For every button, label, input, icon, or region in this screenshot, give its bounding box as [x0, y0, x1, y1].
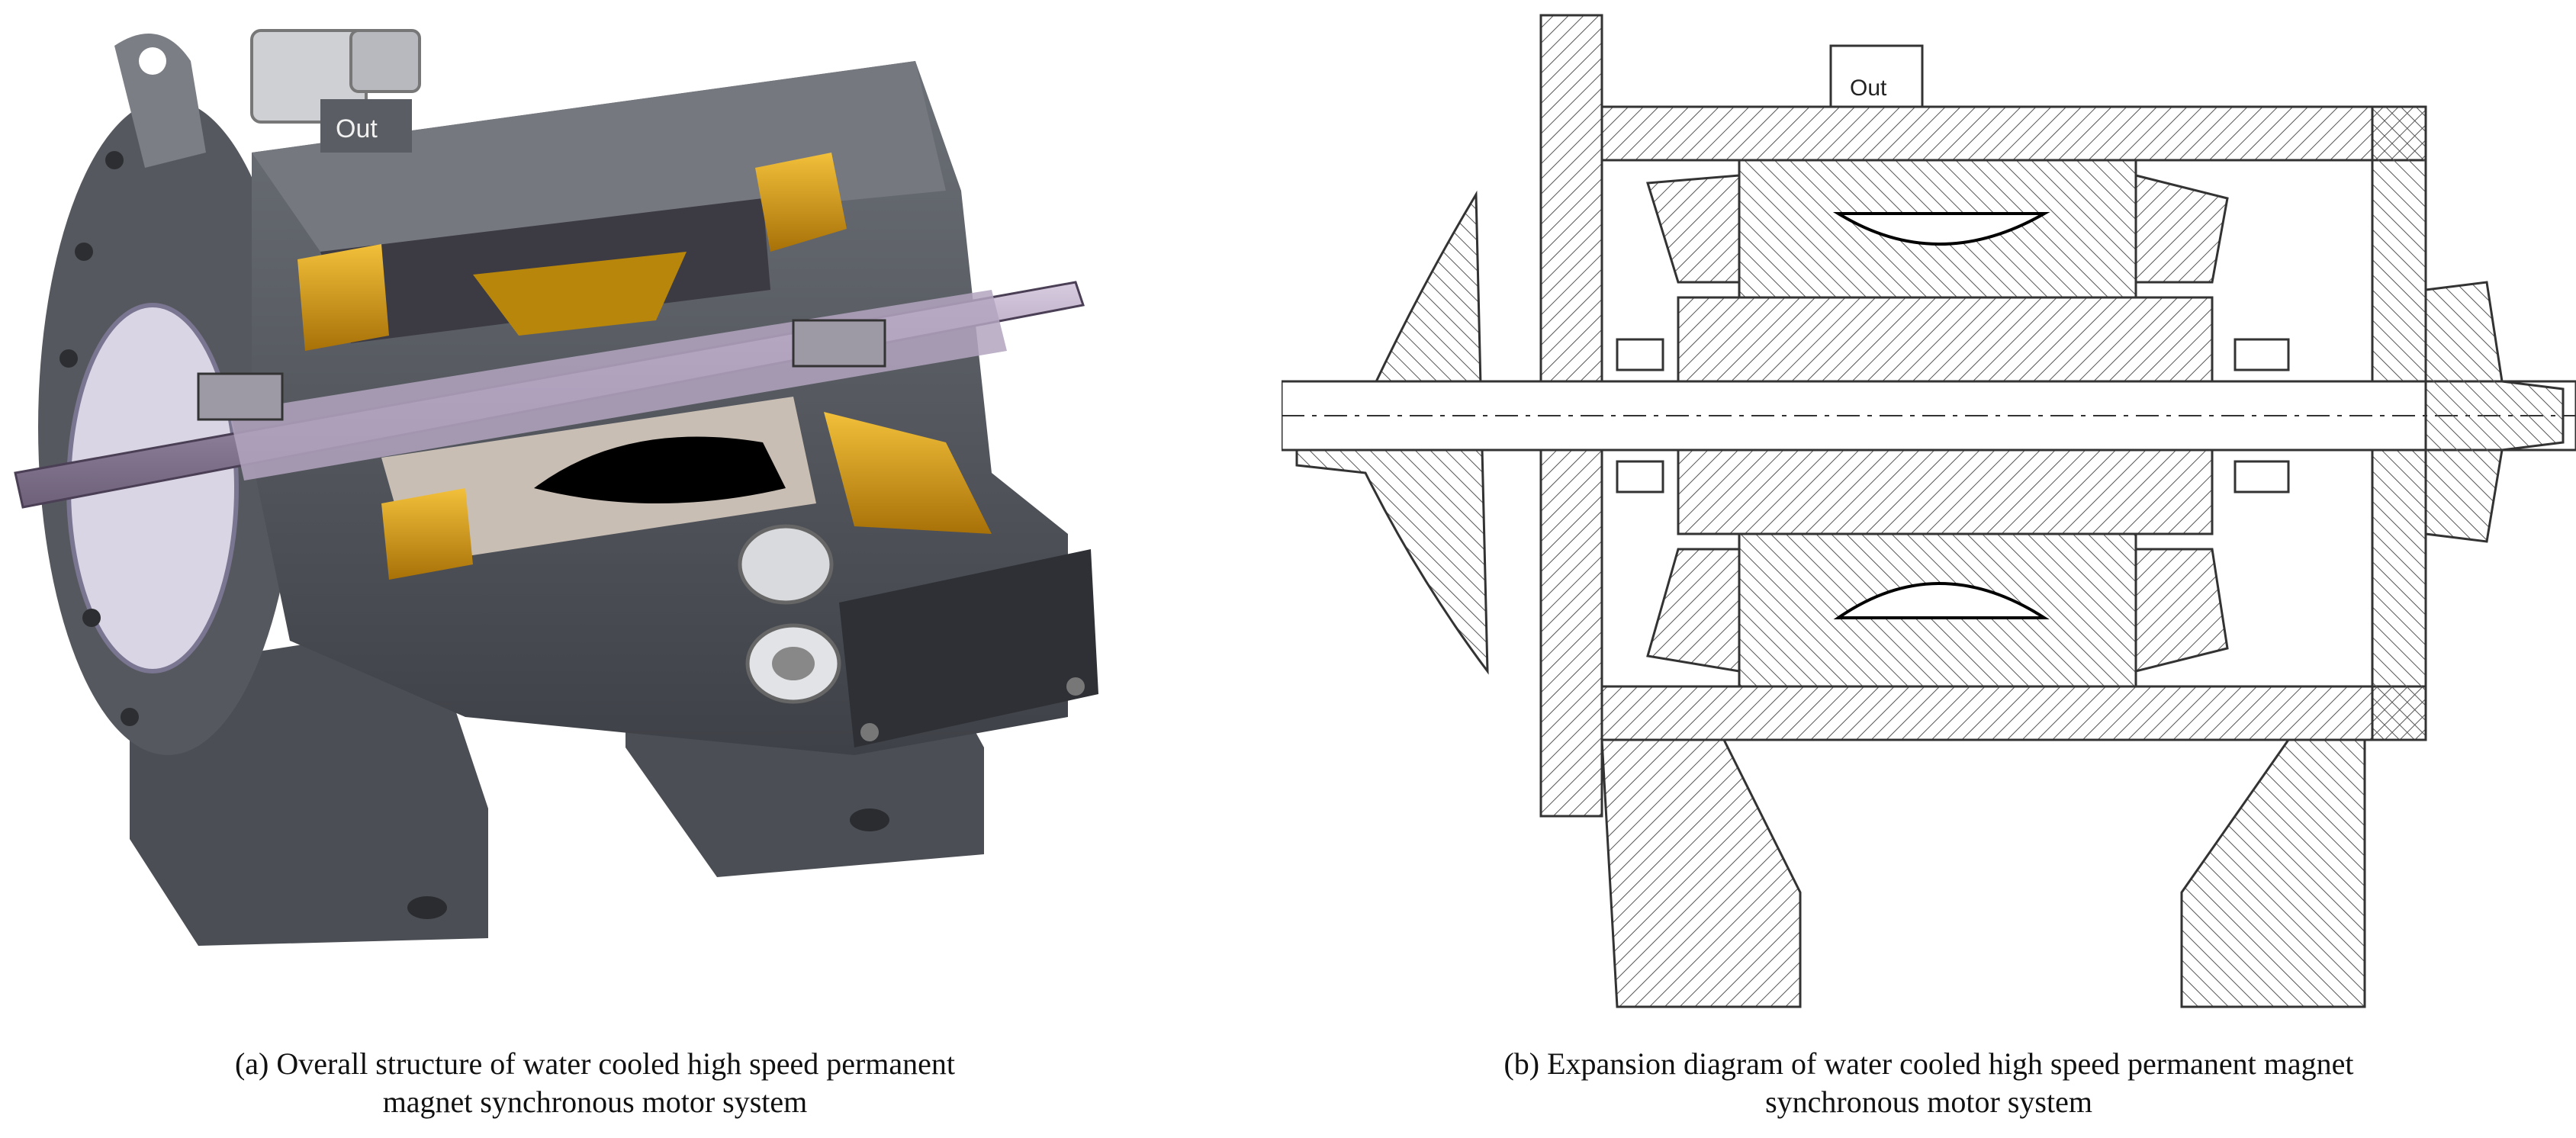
- permanent-magnet: [534, 436, 786, 503]
- rotor-upper: [1677, 296, 2214, 383]
- terminal-screw: [1066, 677, 1085, 696]
- caption-b: (b) Expansion diagram of water cooled hi…: [1282, 1045, 2576, 1121]
- out-label-section: Out: [1850, 76, 1887, 101]
- lifting-eye: [114, 34, 206, 168]
- front-bearing: [197, 372, 284, 421]
- front-bearing-bottom: [1616, 460, 1664, 493]
- foot-bolt-hole: [407, 896, 447, 919]
- terminal-box: [839, 549, 1098, 747]
- motor-section-drawing: Out: [1282, 14, 2576, 1008]
- lifting-eye-hole: [139, 47, 166, 75]
- water-outlet-connector: Out: [250, 29, 421, 153]
- out-label: Out: [336, 114, 378, 143]
- end-winding: [381, 488, 473, 580]
- end-winding-left-bottom: [1646, 548, 1741, 673]
- end-winding-left-top: [1646, 174, 1741, 284]
- end-winding-right-bottom: [2134, 548, 2229, 673]
- housing-top-wall: [1600, 105, 2427, 162]
- winding-slot: [473, 252, 687, 336]
- caption-b-line1: (b) Expansion diagram of water cooled hi…: [1503, 1046, 2354, 1081]
- magnet-lower: [1833, 582, 2050, 619]
- caption-b-line2: synchronous motor system: [1765, 1085, 2092, 1119]
- terminal-screw: [860, 723, 879, 741]
- water-inlet-connector: [738, 524, 841, 704]
- magnet-upper: [1832, 212, 2050, 246]
- front-foot-section: [1600, 738, 1802, 1008]
- housing-bottom-wall: [1600, 685, 2427, 741]
- rear-bearing-bottom: [2233, 460, 2290, 493]
- rear-bearing-top: [2233, 338, 2290, 371]
- front-bearing-top: [1616, 338, 1664, 371]
- motor-3d-render: Out: [14, 29, 1098, 946]
- caption-a-line1: (a) Overall structure of water cooled hi…: [234, 1046, 956, 1081]
- panel-b-section-drawing: Out (b) Expansion diagram of water coole…: [1282, 0, 2576, 1138]
- panel-a-3d-cutaway: Out (a) Overall structure of water coole…: [0, 0, 1190, 1138]
- rear-bearing: [792, 319, 886, 368]
- rear-foot-section: [2180, 738, 2366, 1008]
- end-winding-right-top: [2134, 174, 2229, 284]
- end-winding: [824, 412, 992, 534]
- rotor-lower: [1677, 448, 2214, 535]
- coolant-outlet: [1829, 44, 1924, 108]
- rear-impeller: [2424, 281, 2565, 543]
- end-winding: [755, 153, 847, 252]
- foot-bolt-hole: [850, 808, 889, 831]
- caption-a: (a) Overall structure of water cooled hi…: [0, 1045, 1190, 1121]
- caption-a-line2: magnet synchronous motor system: [382, 1085, 808, 1119]
- end-winding: [297, 244, 389, 351]
